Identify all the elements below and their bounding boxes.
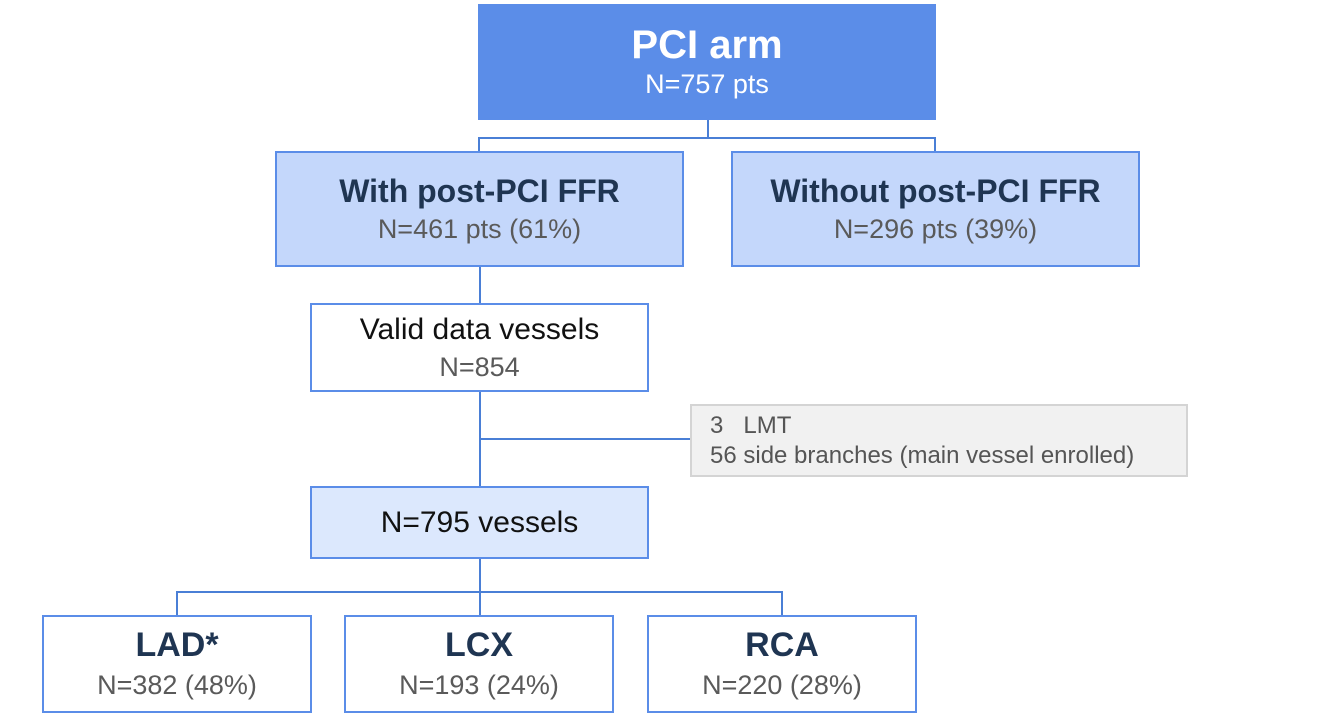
connector-to-lcx (479, 591, 481, 615)
connector-with-to-valid (479, 267, 481, 303)
exclusion-side-branches: 56 side branches (main vessel enrolled) (710, 441, 1135, 469)
rca-title: RCA (745, 626, 819, 664)
exclusions-box: 3 LMT 56 side branches (main vessel enro… (690, 404, 1188, 477)
lcx-title: LCX (445, 626, 513, 664)
lad-box: LAD* N=382 (48%) (42, 615, 312, 713)
connector-to-lad (176, 591, 178, 615)
connector-to-without (934, 137, 936, 151)
without-post-pci-ffr-box: Without post-PCI FFR N=296 pts (39%) (731, 151, 1140, 267)
valid-data-vessels-box: Valid data vessels N=854 (310, 303, 649, 392)
with-post-pci-ffr-count: N=461 pts (61%) (377, 214, 582, 244)
exclusion-lmt: 3 LMT (710, 411, 792, 439)
pci-arm-count: N=757 pts (645, 69, 769, 99)
pci-arm-box: PCI arm N=757 pts (478, 4, 936, 120)
connector-to-rca (781, 591, 783, 615)
rca-count: N=220 (28%) (702, 670, 862, 700)
connector-root-down (707, 120, 709, 138)
without-post-pci-ffr-count: N=296 pts (39%) (833, 214, 1038, 244)
lad-count: N=382 (48%) (97, 670, 257, 700)
connector-level1-bar (478, 137, 936, 139)
vessels-count: N=795 vessels (380, 505, 579, 539)
lcx-box: LCX N=193 (24%) (344, 615, 614, 713)
with-post-pci-ffr-box: With post-PCI FFR N=461 pts (61%) (275, 151, 684, 267)
lad-title: LAD* (135, 626, 219, 664)
connector-vessels-down (479, 559, 481, 592)
rca-box: RCA N=220 (28%) (647, 615, 917, 713)
connector-to-exclusions (479, 438, 690, 440)
without-post-pci-ffr-title: Without post-PCI FFR (770, 173, 1101, 209)
with-post-pci-ffr-title: With post-PCI FFR (339, 173, 620, 209)
valid-data-vessels-count: N=854 (439, 351, 520, 382)
connector-to-with (478, 137, 480, 151)
vessels-box: N=795 vessels (310, 486, 649, 559)
lcx-count: N=193 (24%) (399, 670, 559, 700)
valid-data-vessels-title: Valid data vessels (359, 312, 600, 346)
pci-arm-title: PCI arm (631, 23, 783, 67)
